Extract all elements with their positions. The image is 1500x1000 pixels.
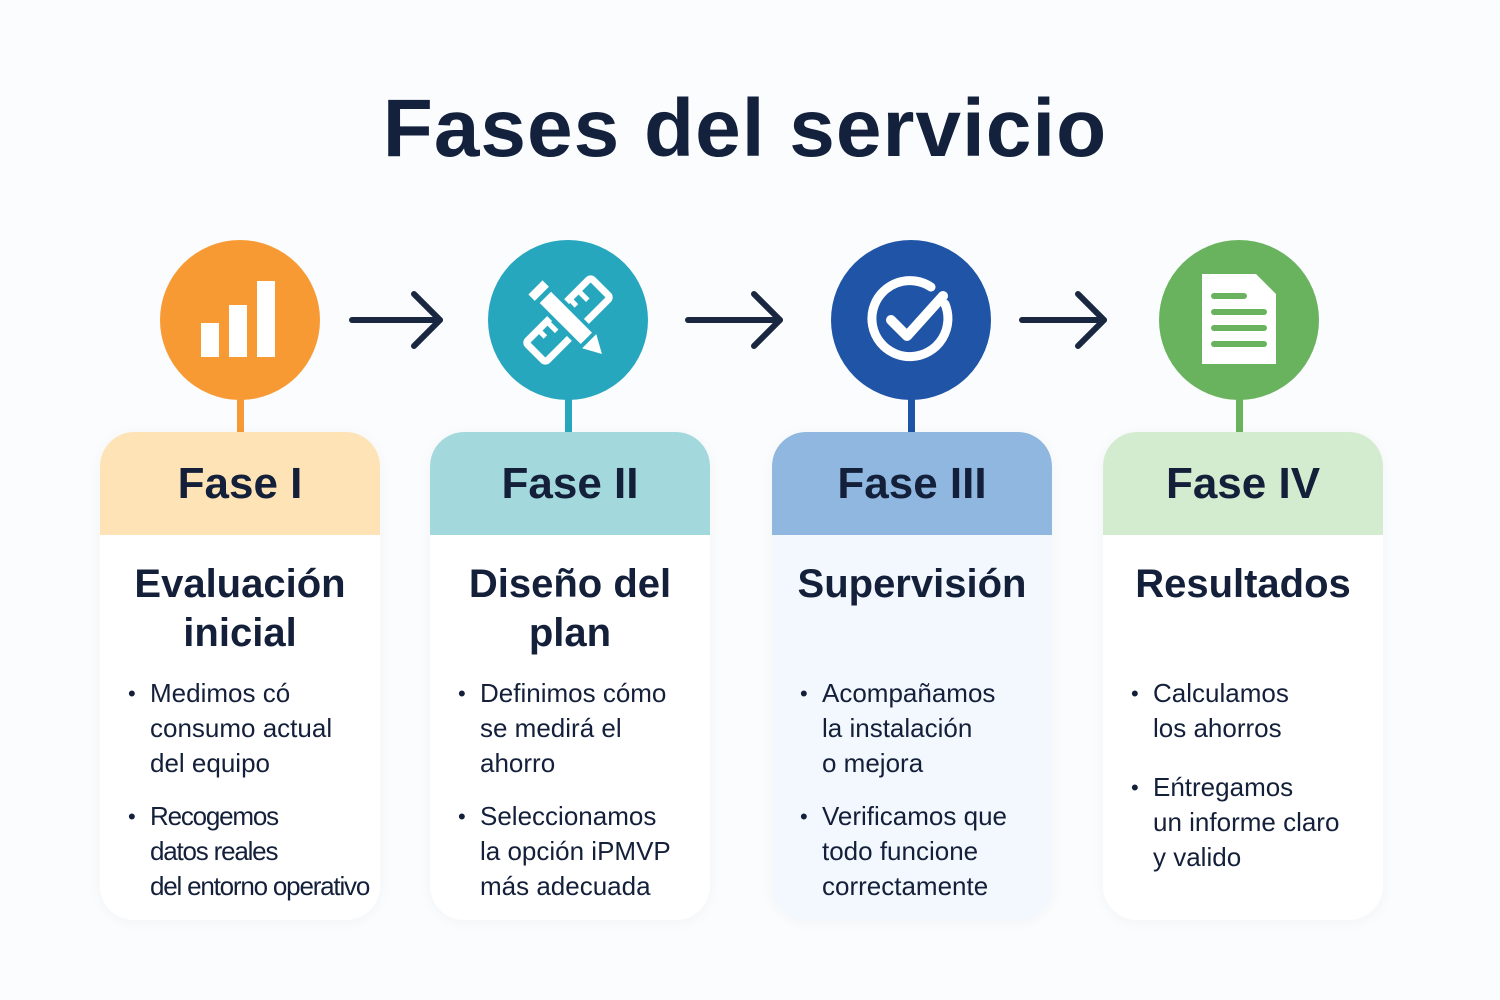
connector: [237, 398, 244, 434]
bar-chart-icon: [201, 281, 275, 357]
phase-card-2: Fase II Diseño del plan Definimos cómo s…: [430, 432, 710, 920]
connector: [908, 398, 915, 434]
list-item: Recogemos datos reales del entorno opera…: [128, 799, 372, 904]
connector: [1236, 398, 1243, 434]
phase-4-icon-circle: [1159, 240, 1319, 400]
check-circle-icon: [867, 276, 953, 362]
list-item: Acompañamos la instalación o mejora: [800, 676, 1044, 781]
list-item: Calculamos los ahorros: [1131, 676, 1375, 746]
list-item: Definimos cómo se medirá el ahorro: [458, 676, 702, 781]
phase-label: Fase IV: [1103, 432, 1383, 535]
bullet-list: Definimos cómo se medirá el ahorro Selec…: [458, 676, 702, 920]
bullet-list: Calculamos los ahorros Eńtregamos un inf…: [1131, 676, 1375, 893]
arrow-right-icon: [1019, 291, 1107, 349]
phase-name: Evaluación inicial: [134, 562, 346, 655]
phase-label: Fase I: [100, 432, 380, 535]
phase-label: Fase II: [430, 432, 710, 535]
bullet-list: Medimos có consumo actual del equipo Rec…: [128, 676, 372, 920]
phase-2-icon-circle: [488, 240, 648, 400]
pencil-ruler-icon: [523, 275, 613, 365]
phase-name: Supervisión: [797, 562, 1027, 606]
phase-name: Diseño del plan: [468, 562, 672, 655]
list-item: Medimos có consumo actual del equipo: [128, 676, 372, 781]
list-item: Eńtregamos un informe claro y valido: [1131, 770, 1375, 875]
connector: [565, 398, 572, 434]
list-item: Seleccionamos la opción iPMVP más adecua…: [458, 799, 702, 904]
phase-label: Fase III: [772, 432, 1052, 535]
phase-card-1: Fase I Evaluación inicial Medimos có con…: [100, 432, 380, 920]
phase-name: Resultados: [1135, 562, 1351, 606]
phase-1-icon-circle: [160, 240, 320, 400]
arrow-right-icon: [685, 291, 783, 349]
page-title: Fases del servicio: [382, 83, 1108, 174]
list-item: Verificamos que todo funcione correctame…: [800, 799, 1044, 904]
phase-card-3: Fase III Supervisión Acompañamos la inst…: [772, 432, 1052, 920]
bullet-list: Acompañamos la instalación o mejora Veri…: [800, 676, 1044, 920]
arrow-right-icon: [349, 291, 443, 349]
document-icon: [1202, 274, 1276, 364]
phase-card-4: Fase IV Resultados Calculamos los ahorro…: [1103, 432, 1383, 920]
phase-3-icon-circle: [831, 240, 991, 400]
